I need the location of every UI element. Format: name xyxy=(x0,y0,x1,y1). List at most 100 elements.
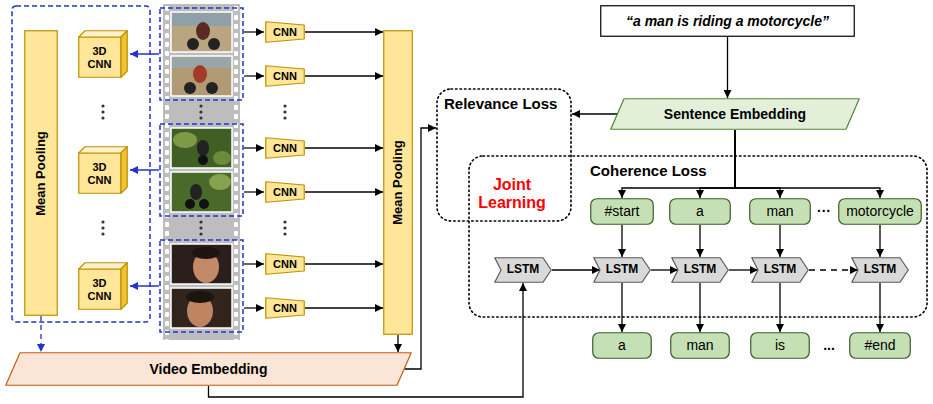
connector xyxy=(779,225,780,257)
dot xyxy=(101,104,104,107)
film-sprocket-holes xyxy=(163,4,240,340)
node-label: Coherence Loss xyxy=(590,162,707,179)
outline-part xyxy=(611,99,860,130)
frame-to-cnn-arrows xyxy=(244,32,264,308)
wheel xyxy=(199,199,209,209)
wheel xyxy=(208,38,220,50)
outline-part xyxy=(79,147,128,153)
outline-part xyxy=(591,199,654,225)
clip-to-3dcnn-arrows xyxy=(130,54,159,286)
lstm-cell: LSTM xyxy=(593,257,651,283)
joint-learning-label: Joint Learning xyxy=(472,176,552,213)
continuation-dots xyxy=(101,104,286,235)
cnn3d-block: 3D CNN xyxy=(78,146,128,194)
dot xyxy=(283,116,286,119)
node-label: LSTM xyxy=(764,263,797,277)
frame-ground xyxy=(171,128,232,168)
frame-ground xyxy=(171,12,232,52)
joint-learning-label-holder: Joint Learning xyxy=(472,176,552,213)
dot xyxy=(283,220,286,223)
connector xyxy=(879,283,880,332)
mean-pooling-bar: Mean Pooling xyxy=(383,30,413,335)
foliage xyxy=(173,132,197,148)
arrow xyxy=(244,147,264,148)
connector xyxy=(305,31,383,32)
ellipsis-holder: ··· xyxy=(817,203,831,219)
dot xyxy=(199,104,202,107)
node-label: CNN xyxy=(273,26,297,39)
outline-part xyxy=(266,138,305,159)
cnn3d-block: 3D CNN xyxy=(78,262,128,310)
node-label: #end xyxy=(864,337,895,353)
connector xyxy=(305,75,383,76)
dot xyxy=(101,226,104,229)
cnn3d-block: 3D CNN xyxy=(78,30,128,78)
connector xyxy=(621,225,622,257)
input-word: #start xyxy=(590,198,654,225)
dot xyxy=(283,110,286,113)
outline-part xyxy=(6,353,412,386)
wheel xyxy=(184,82,196,94)
outline-part xyxy=(121,147,127,194)
node-outline xyxy=(468,155,928,318)
hair xyxy=(192,247,220,259)
video-frame xyxy=(171,288,232,328)
video-frame xyxy=(171,172,232,212)
ellipsis-holder: ... xyxy=(823,337,835,353)
outline-part xyxy=(670,199,731,225)
wheel xyxy=(187,38,199,50)
outline-part xyxy=(79,269,121,309)
node-label: Mean Pooling xyxy=(34,131,49,216)
node-label: CNN xyxy=(273,70,297,83)
arrow xyxy=(244,263,264,264)
node-label: a xyxy=(696,203,704,219)
foliage xyxy=(213,151,231,165)
wheel xyxy=(198,155,208,165)
dot xyxy=(101,232,104,235)
dot xyxy=(101,220,104,223)
connector xyxy=(397,335,398,352)
clip-group-frame xyxy=(160,8,243,100)
connector xyxy=(651,269,678,270)
video-frame xyxy=(171,56,232,96)
connector xyxy=(699,283,700,332)
node-label: CNN xyxy=(273,258,297,271)
node-label: 3D CNN xyxy=(85,161,115,186)
cnn-block: CNN xyxy=(265,137,305,159)
dot xyxy=(199,116,202,119)
outline-part xyxy=(850,333,911,359)
connector xyxy=(305,263,383,264)
frame-ground xyxy=(171,172,232,212)
dot xyxy=(199,110,202,113)
outline-part xyxy=(121,263,127,310)
node-label: LSTM xyxy=(606,263,639,277)
sentence-embedding: Sentence Embedding xyxy=(610,98,860,130)
input-word: man xyxy=(749,198,811,225)
cnn-block: CNN xyxy=(265,181,305,203)
lstm-cell: LSTM xyxy=(494,257,552,283)
frame-ground xyxy=(171,288,232,328)
video-frame xyxy=(171,244,232,284)
arrow xyxy=(130,53,159,55)
dot xyxy=(283,104,286,107)
connector xyxy=(305,307,383,308)
video-embedding: Video Embedding xyxy=(5,352,412,386)
connector xyxy=(729,269,758,270)
mean-pooling-bar: Mean Pooling xyxy=(24,30,58,316)
connector xyxy=(779,283,780,332)
cnn-block: CNN xyxy=(265,253,305,275)
outline-part xyxy=(852,258,909,283)
output-word: man xyxy=(670,332,730,359)
outline-part xyxy=(266,66,305,87)
lstm-cell: LSTM xyxy=(751,257,809,283)
outline-part xyxy=(495,258,552,283)
outline-part xyxy=(266,254,305,275)
node-label: 3D CNN xyxy=(85,45,115,70)
node-label: CNN xyxy=(273,142,297,155)
connector xyxy=(879,225,880,257)
outline-part xyxy=(79,263,128,269)
dot xyxy=(283,232,286,235)
frame-ground xyxy=(171,244,232,284)
connector xyxy=(305,191,383,192)
cnn-block: CNN xyxy=(265,297,305,319)
